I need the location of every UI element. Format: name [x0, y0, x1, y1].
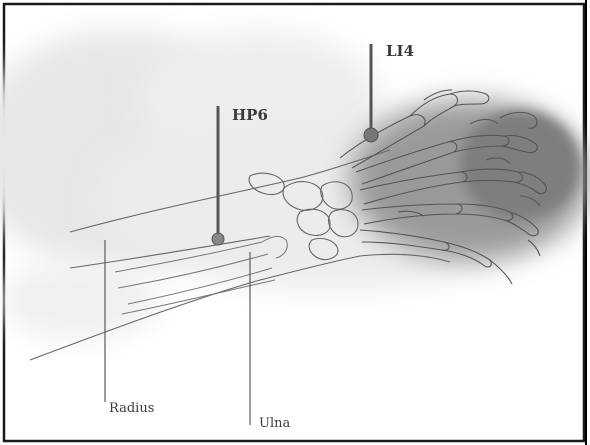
- li4-point-marker: [364, 128, 378, 142]
- radius-label: Radius: [109, 401, 154, 416]
- li4-label: LI4: [386, 42, 414, 60]
- hp6-point-marker: [212, 233, 224, 245]
- ulna-label: Ulna: [259, 416, 290, 431]
- hp6-label: HP6: [232, 106, 268, 124]
